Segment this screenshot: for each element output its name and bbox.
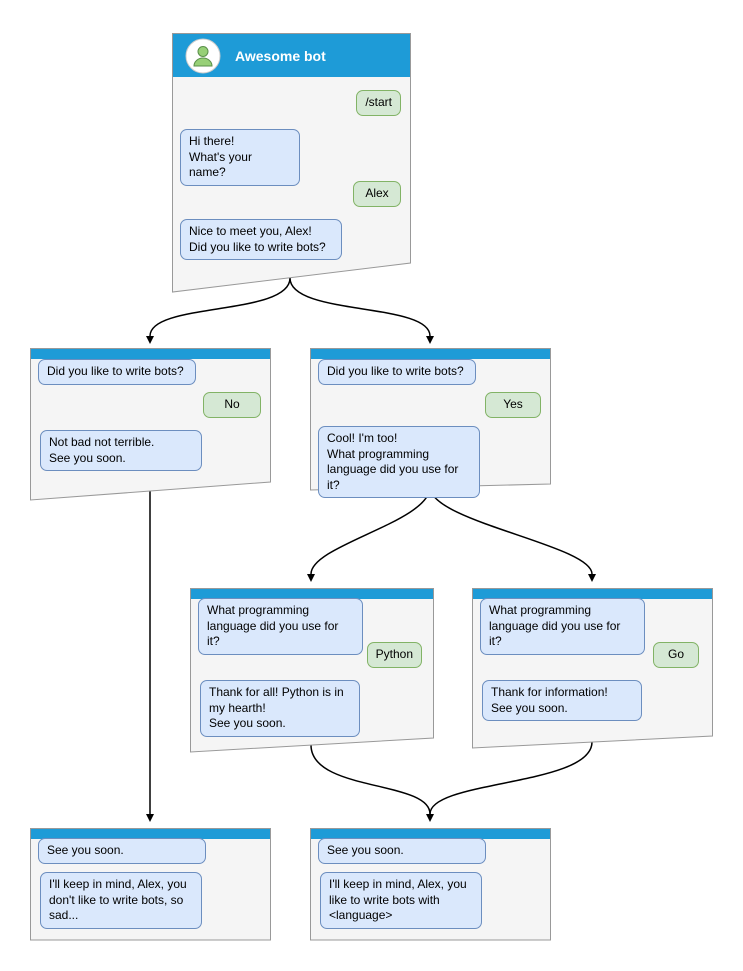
chat-bubble-user: Python <box>366 642 422 668</box>
window-titlebar <box>473 589 712 599</box>
chat-window-main: Awesome bot /start Hi there! What's your… <box>172 33 411 294</box>
chat-bubble-user: Alex <box>353 181 401 207</box>
arrowhead <box>588 574 596 582</box>
chat-bubble-bot: Did you like to write bots? <box>38 359 196 385</box>
chat-window-go-branch: What programming language did you use fo… <box>472 588 713 749</box>
connector-yes-to-go <box>429 486 593 575</box>
connector-go-to-end <box>429 741 593 815</box>
chat-bubble-user: No <box>203 392 261 418</box>
arrowhead <box>146 814 154 822</box>
connector-python-to-end <box>310 744 431 815</box>
window-title: Awesome bot <box>235 47 326 64</box>
arrowhead <box>426 814 434 822</box>
connector-yes-to-python <box>310 486 431 575</box>
chat-window-no-branch: Did you like to write bots? No Not bad n… <box>30 348 271 501</box>
chat-bubble-bot: See you soon. <box>318 838 486 864</box>
chat-bubble-user: Yes <box>485 392 541 418</box>
chat-bubble-bot: I'll keep in mind, Alex, you like to wri… <box>320 872 482 929</box>
arrowhead <box>426 336 434 344</box>
chat-bubble-bot: Nice to meet you, Alex! Did you like to … <box>180 219 342 261</box>
chat-bubble-bot: What programming language did you use fo… <box>480 598 645 655</box>
window-titlebar <box>191 589 433 599</box>
window-titlebar <box>311 829 550 839</box>
connector-main-to-no <box>149 277 291 337</box>
window-titlebar: Awesome bot <box>173 34 410 77</box>
chat-window-end-no: See you soon. I'll keep in mind, Alex, y… <box>30 828 271 941</box>
chat-bubble-bot: Not bad not terrible. See you soon. <box>40 430 202 472</box>
chat-bubble-user: Go <box>653 642 699 668</box>
window-titlebar <box>311 349 550 359</box>
bot-avatar-icon <box>185 38 221 74</box>
chat-bubble-user: /start <box>356 90 401 116</box>
chat-bubble-bot: See you soon. <box>38 838 206 864</box>
connector-main-to-yes <box>289 277 431 337</box>
chat-bubble-bot: Hi there! What's your name? <box>180 129 300 186</box>
chat-bubble-bot: Thank for all! Python is in my hearth! S… <box>200 680 360 737</box>
chat-window-python-branch: What programming language did you use fo… <box>190 588 434 753</box>
chat-window-yes-branch: Did you like to write bots? Yes Cool! I'… <box>310 348 551 499</box>
window-titlebar <box>31 829 270 839</box>
arrowhead <box>307 574 315 582</box>
chat-bubble-bot: Cool! I'm too! What programming language… <box>318 426 480 499</box>
chat-bubble-bot: Did you like to write bots? <box>318 359 476 385</box>
window-titlebar <box>31 349 270 359</box>
arrowhead <box>146 336 154 344</box>
chat-bubble-bot: I'll keep in mind, Alex, you don't like … <box>40 872 202 929</box>
chat-bubble-bot: What programming language did you use fo… <box>198 598 363 655</box>
chat-bubble-bot: Thank for information! See you soon. <box>482 680 642 722</box>
chat-window-end-yes: See you soon. I'll keep in mind, Alex, y… <box>310 828 551 941</box>
